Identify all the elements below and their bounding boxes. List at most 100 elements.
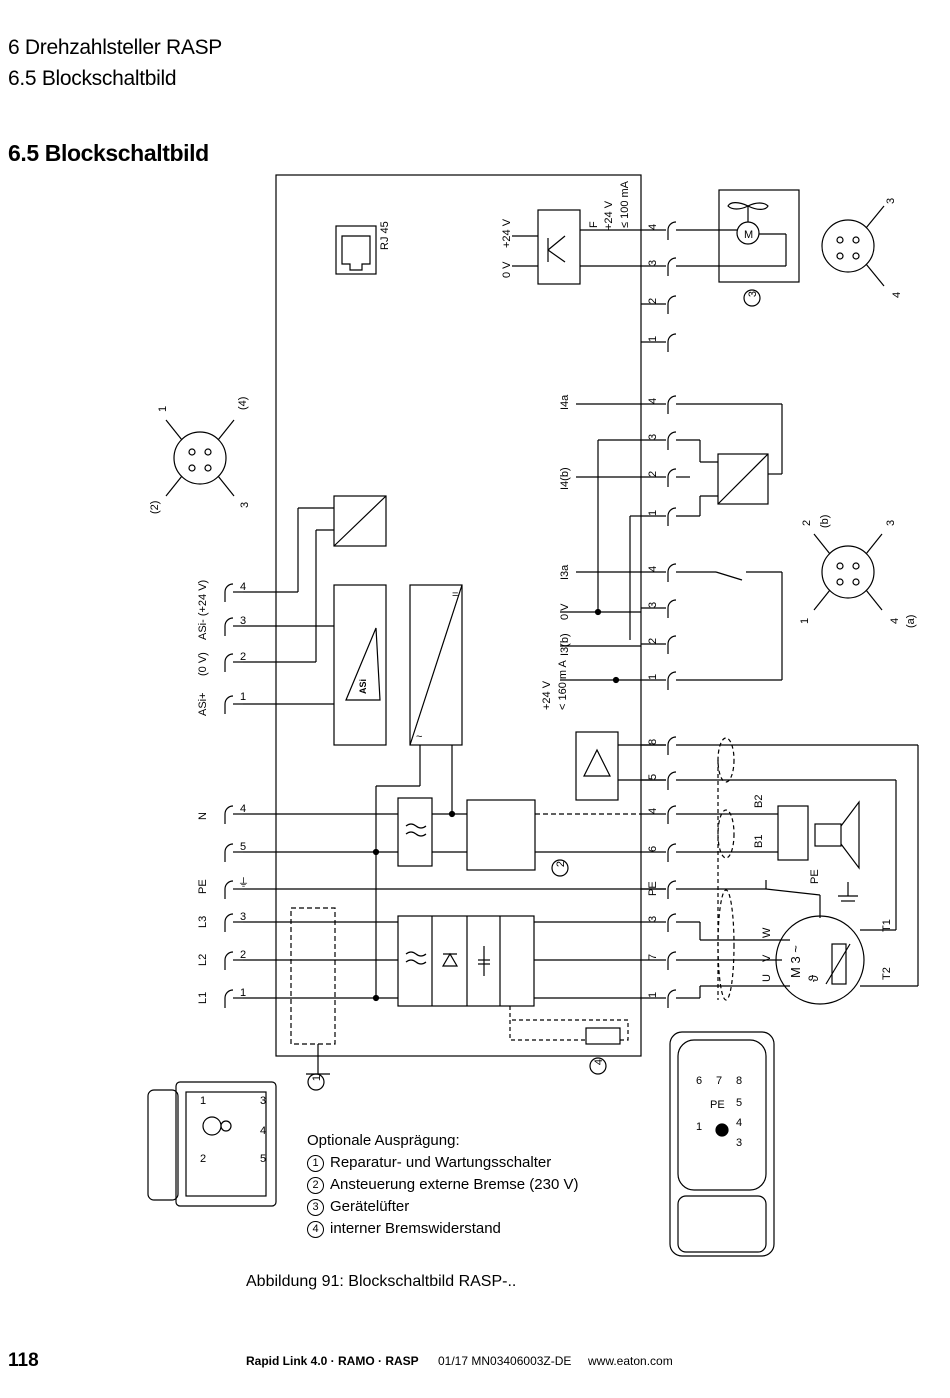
section-header: 6.5 Blockschaltbild xyxy=(8,67,177,90)
eq-label: = xyxy=(452,589,458,601)
legend-text: Ansteuerung externe Bremse (230 V) xyxy=(330,1176,579,1193)
t2-label: T2 xyxy=(881,967,893,980)
plug-right-pin-1: 1 xyxy=(696,1121,702,1133)
m12-left-pin-4: (4) xyxy=(237,397,249,410)
plug-right-pin-5: 5 xyxy=(736,1097,742,1109)
motor-pin-1: 1 xyxy=(647,992,659,998)
power-supply xyxy=(409,584,463,746)
mains-pin-2: 2 xyxy=(240,949,246,961)
right-top-pin-1: 1 xyxy=(647,336,659,342)
legend-title: Optionale Ausprägung: xyxy=(307,1132,460,1149)
legend-num: 3 xyxy=(307,1198,324,1216)
plug-left-pin-4: 4 xyxy=(260,1125,266,1137)
brake-coil xyxy=(814,823,842,847)
legend-text: interner Bremswiderstand xyxy=(330,1220,501,1237)
plug-right-pin-6: 6 xyxy=(696,1075,702,1087)
right-top-pin-2: 2 xyxy=(647,298,659,304)
asi-logo-text: ASi xyxy=(358,679,368,694)
section-title: 6.5 Blockschaltbild xyxy=(8,140,209,166)
right-in3-pin-3: 3 xyxy=(647,602,659,608)
output-transistor-block xyxy=(537,209,581,285)
mains-l2-label: L2 xyxy=(197,954,209,966)
figure-caption: Abbildung 91: Blockschaltbild RASP-.. xyxy=(246,1273,517,1290)
pe-motor-label: PE xyxy=(809,869,821,884)
legend-item: 1 Reparatur- und Wartungsschalter xyxy=(307,1152,578,1174)
legend-num: 1 xyxy=(307,1154,324,1172)
m12-connector-mid-right xyxy=(813,533,883,611)
mains-n-label: N xyxy=(197,812,209,820)
t1-label: T1 xyxy=(881,919,893,932)
legend-num: 4 xyxy=(307,1220,324,1238)
brake-rectifier xyxy=(777,805,809,861)
m12-tr-pin-3: 3 xyxy=(885,198,897,204)
motor-pin-6: 6 xyxy=(647,846,659,852)
motor-terminals xyxy=(641,736,677,1008)
right-top-pin-4: 4 xyxy=(647,224,659,230)
m12-connector-left xyxy=(165,419,235,497)
plug-left-pin-5: 5 xyxy=(260,1153,266,1165)
f100-label: ≤ 100 mA xyxy=(619,180,631,228)
device-fan xyxy=(718,189,800,283)
plug-left-pin-3: 3 xyxy=(260,1095,266,1107)
legend-item: 3 Gerätelüfter xyxy=(307,1196,578,1218)
asi-pin-4: 4 xyxy=(240,581,246,593)
chapter-header: 6 Drehzahlsteller RASP xyxy=(8,36,222,59)
i4b-label: I4(b) xyxy=(559,467,571,490)
m12-mid-pin-a: (a) xyxy=(905,615,917,628)
right-in4-pin-4: 4 xyxy=(647,398,659,404)
mains-pin-3: 3 xyxy=(240,911,246,923)
v0-label: 0 V xyxy=(501,261,513,278)
right-in4-pin-1: 1 xyxy=(647,510,659,516)
m12-left-pin-3: 3 xyxy=(239,502,251,508)
asi-0v-label: (0 V) xyxy=(197,652,209,676)
brake-resistor xyxy=(585,1027,621,1045)
brake-control-box xyxy=(575,731,619,801)
asi-box xyxy=(333,584,387,746)
plus24-label: +24 V xyxy=(541,680,553,710)
theta-label: ϑ xyxy=(806,974,821,982)
callout-4 xyxy=(589,1057,607,1075)
m3-label: M 3 ~ xyxy=(788,945,803,978)
right-in3-pin-1: 1 xyxy=(647,674,659,680)
m12-mid-pin-3: 3 xyxy=(885,520,897,526)
mains-pin-1: 1 xyxy=(240,987,246,999)
callout-2 xyxy=(551,859,569,877)
page-number: 118 xyxy=(8,1350,39,1371)
right-in4-terminals xyxy=(641,395,677,526)
asi-decoder xyxy=(333,495,387,547)
plug-left xyxy=(147,1081,277,1207)
b2-label: B2 xyxy=(753,795,765,808)
b1-label: B1 xyxy=(753,835,765,848)
w-label: W xyxy=(761,927,773,938)
u-label: U xyxy=(761,974,773,982)
m12-tr-pin-4: 4 xyxy=(891,292,903,298)
plug-right-pin-4: 4 xyxy=(736,1117,742,1129)
m12-left-pin-2: (2) xyxy=(149,501,161,514)
legend-text: Gerätelüfter xyxy=(330,1198,410,1215)
footer-doc: 01/17 MN03406003Z-DE xyxy=(438,1354,572,1368)
m12-mid-pin-2: 2 xyxy=(801,520,813,526)
footer-product: Rapid Link 4.0 · RAMO · RASP xyxy=(246,1354,419,1368)
i4a-label: I4a xyxy=(559,394,571,410)
fan-m-label: M xyxy=(744,229,753,241)
f24-label: +24 V xyxy=(603,200,615,230)
asi-pin-3: 3 xyxy=(240,615,246,627)
plug-left-pin-1: 1 xyxy=(200,1095,206,1107)
plug-left-pin-2: 2 xyxy=(200,1153,206,1165)
m12-mid-pin-1: 1 xyxy=(799,618,811,624)
motor-symbol xyxy=(775,915,865,1005)
sensor-block xyxy=(717,453,769,505)
asi-plus-label: ASi+ xyxy=(197,692,209,716)
legend-text: Reparatur- und Wartungsschalter xyxy=(330,1154,552,1171)
right-in3-pin-2: 2 xyxy=(647,638,659,644)
inverter-block xyxy=(397,915,535,1007)
motor-pin-5: 5 xyxy=(647,774,659,780)
m12-connector-top-right xyxy=(821,205,885,287)
motor-pin-7: 7 xyxy=(647,954,659,960)
footer-url[interactable]: www.eaton.com xyxy=(588,1354,673,1368)
i3b-label: I3(b) xyxy=(559,633,571,656)
right-in4-pin-2: 2 xyxy=(647,471,659,477)
rj45-port xyxy=(335,225,377,275)
right-top-pin-3: 3 xyxy=(647,260,659,266)
